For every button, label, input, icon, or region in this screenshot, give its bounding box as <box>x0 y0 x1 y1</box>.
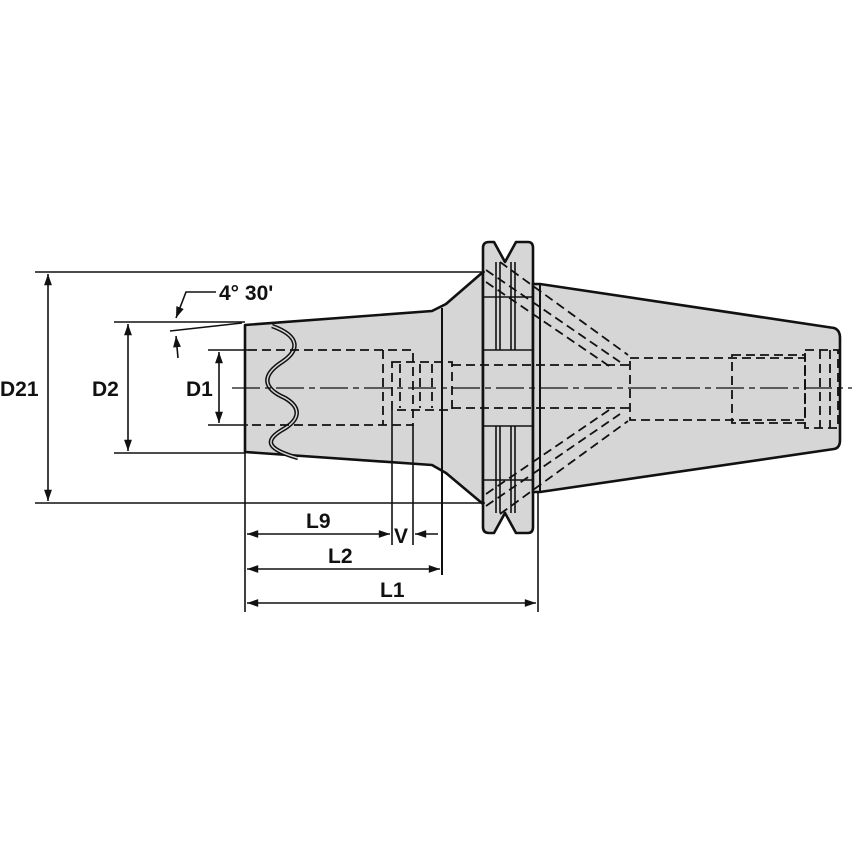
label-angle: 4° 30' <box>219 282 273 305</box>
label-d21: D21 <box>0 378 39 401</box>
label-d1: D1 <box>186 378 213 401</box>
flange-lines <box>441 262 541 575</box>
label-d2: D2 <box>92 378 119 401</box>
dimension-lines <box>35 271 539 612</box>
label-l2: L2 <box>328 545 353 568</box>
label-l9: L9 <box>306 510 331 533</box>
label-l1: L1 <box>380 579 405 602</box>
label-v: V <box>394 525 408 548</box>
